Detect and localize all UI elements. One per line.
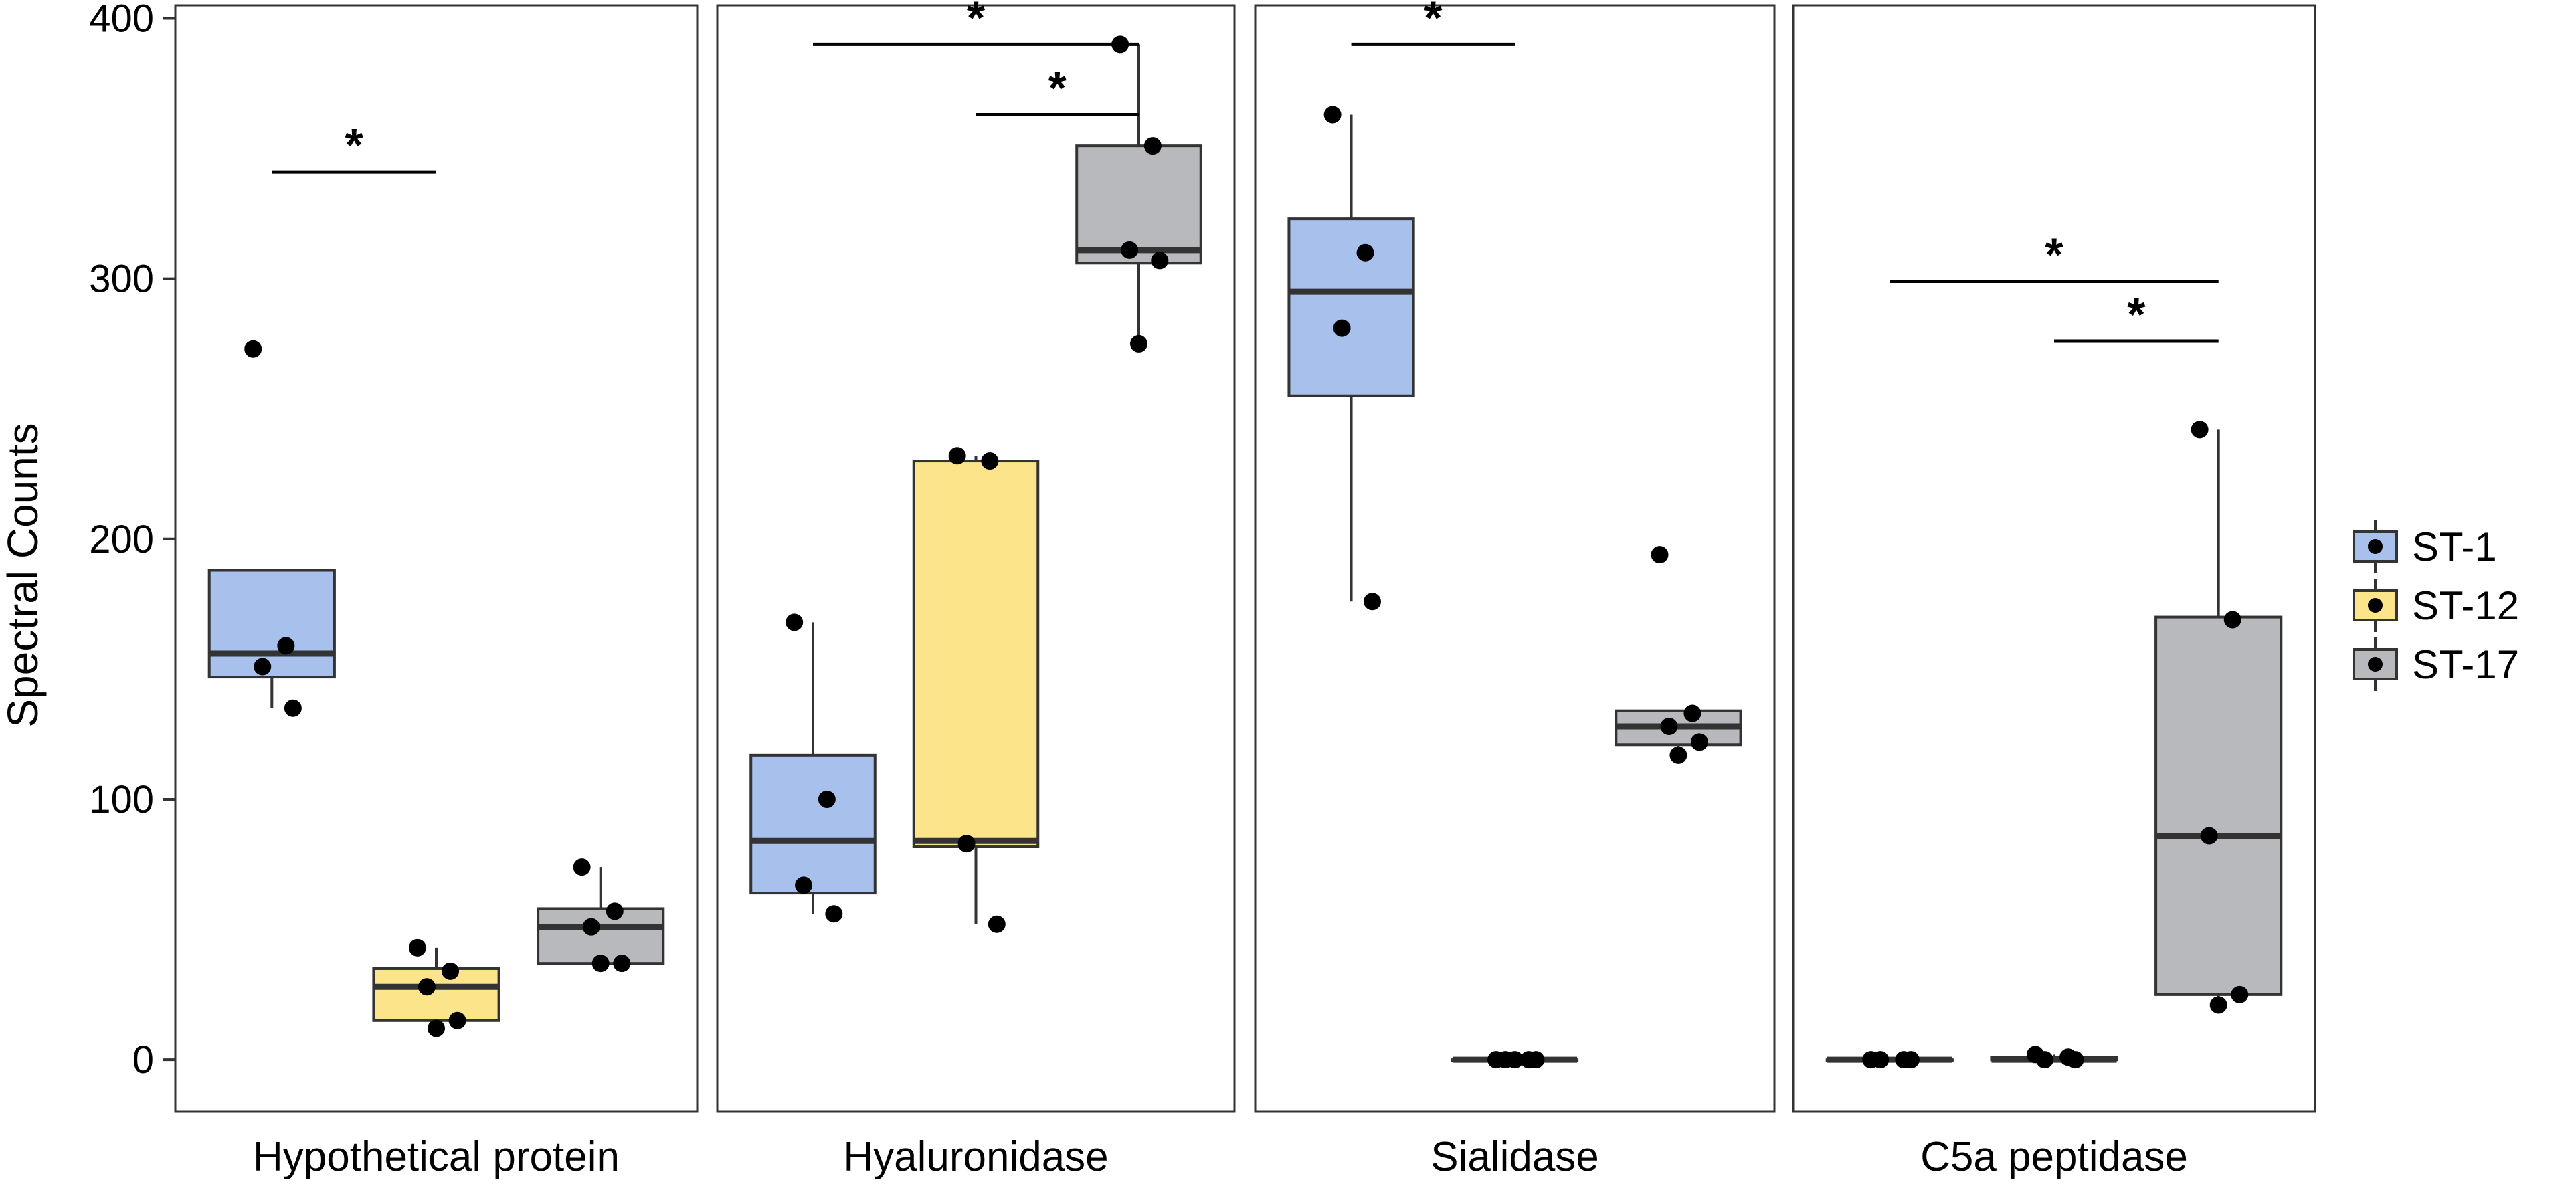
data-point (795, 876, 813, 894)
data-point (981, 452, 999, 470)
data-point (818, 790, 836, 808)
legend-dot (2368, 657, 2383, 672)
box-body (1287, 217, 1415, 397)
box-body (537, 907, 665, 965)
data-point (786, 613, 804, 631)
panels-layer: * Hypothetical protein * * Hyaluronidase * Sia… (174, 0, 2316, 1180)
data-point (442, 962, 460, 980)
data-point (1902, 1051, 1920, 1069)
data-point (1323, 106, 1342, 124)
data-point (606, 902, 624, 920)
y-tick-label: 400 (89, 0, 154, 40)
panel-frame (1254, 4, 1776, 1113)
legend-label: ST-12 (2412, 583, 2519, 628)
y-tick-label: 100 (89, 778, 154, 821)
data-point (1871, 1051, 1890, 1069)
panel-label: Hypothetical protein (253, 1134, 620, 1180)
data-point (591, 955, 610, 973)
data-point (1690, 733, 1708, 751)
panel-label: Sialidase (1431, 1134, 1599, 1180)
legend-dot (2368, 598, 2383, 613)
data-point (1527, 1051, 1545, 1069)
data-point (418, 978, 436, 996)
legend-dot (2368, 539, 2383, 554)
data-point (2066, 1051, 2084, 1069)
data-point (957, 835, 976, 853)
data-point (1151, 252, 1169, 270)
panel-frame (716, 4, 1236, 1113)
data-point (1121, 241, 1139, 259)
data-point (1669, 746, 1687, 764)
data-point (1143, 137, 1162, 155)
significance-label: * (1048, 62, 1067, 114)
significance-label: * (2127, 288, 2146, 340)
box-body (1075, 144, 1202, 265)
data-point (408, 938, 426, 957)
data-point (2223, 611, 2241, 629)
data-point (1333, 319, 1351, 337)
legend-swatch (2353, 530, 2398, 563)
box-body (912, 460, 1040, 848)
legend-label: ST-1 (2412, 524, 2497, 569)
data-point (573, 858, 591, 876)
data-point (613, 955, 631, 973)
significance-label: * (967, 0, 986, 43)
data-point (2191, 421, 2209, 439)
data-point (448, 1011, 466, 1029)
panel-frame (1792, 4, 2316, 1113)
panel-frame (174, 4, 699, 1113)
y-axis-label: Spectral Counts (0, 423, 47, 727)
y-tick-label: 200 (89, 518, 154, 561)
data-point (1129, 334, 1147, 353)
legend-label: ST-17 (2412, 642, 2519, 687)
data-point (244, 340, 262, 358)
box-body (372, 967, 500, 1022)
y-tick-label: 0 (132, 1038, 154, 1082)
data-point (1660, 718, 1678, 736)
data-point (1363, 593, 1381, 611)
box-body (2154, 615, 2283, 996)
box-body (749, 753, 877, 895)
data-point (428, 1019, 445, 1037)
panel-label: Hyaluronidase (843, 1134, 1108, 1180)
data-point (284, 699, 302, 717)
y-axis: 0 100 200 300 400 (89, 0, 175, 1082)
y-tick-label: 300 (89, 258, 154, 301)
significance-label: * (2045, 229, 2063, 281)
significance-label: * (1424, 0, 1443, 43)
data-point (1356, 243, 1374, 262)
data-point (948, 447, 966, 465)
data-point (277, 637, 295, 655)
data-point (582, 918, 600, 936)
panel-label: C5a peptidase (1920, 1134, 2188, 1180)
data-point (1651, 546, 1669, 564)
data-point (2231, 985, 2249, 1003)
data-point (825, 905, 843, 923)
significance-label: * (345, 119, 364, 171)
data-point (1506, 1051, 1524, 1069)
data-point (2200, 827, 2218, 845)
data-point (2035, 1051, 2053, 1069)
data-point (2209, 996, 2227, 1014)
data-point (1683, 704, 1701, 722)
data-point (254, 658, 272, 676)
data-point (988, 915, 1006, 933)
box-body (207, 569, 336, 679)
